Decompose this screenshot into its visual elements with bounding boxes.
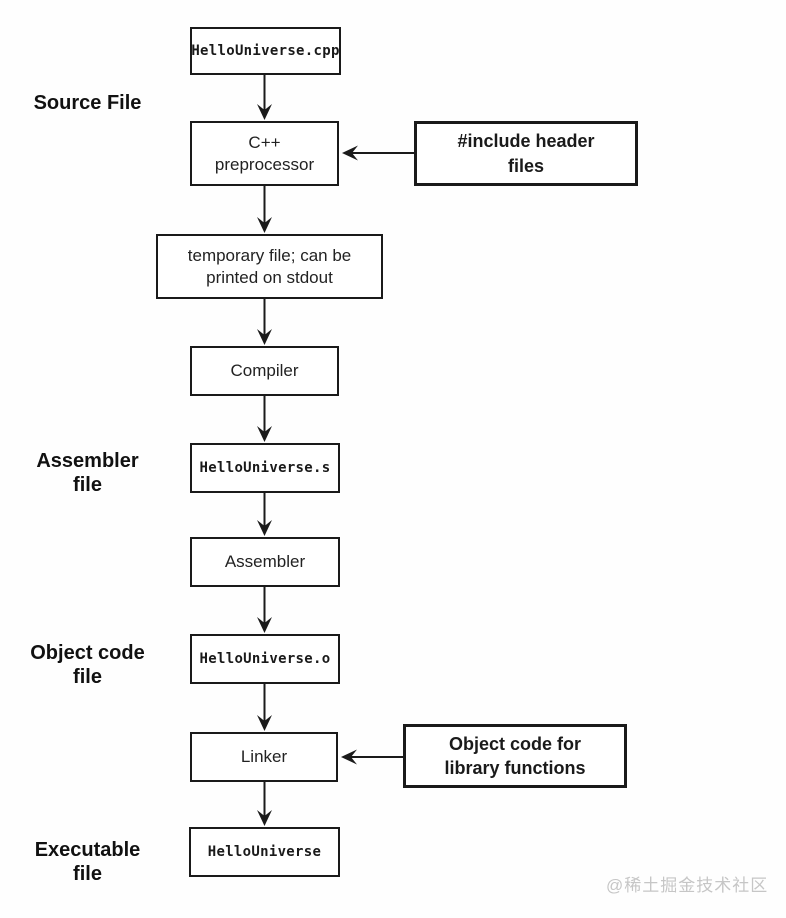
node-temporary-file: temporary file; can be printed on stdout bbox=[156, 234, 383, 299]
arrow-preprocessor-to-temp bbox=[257, 186, 272, 233]
side-label-object-code-file: Object code file bbox=[30, 642, 145, 688]
node-assembler: Assembler bbox=[190, 537, 340, 587]
node-linker: Linker bbox=[190, 732, 338, 782]
side-label-source-file: Source File bbox=[33, 92, 142, 114]
node-object-file-o: HelloUniverse.o bbox=[190, 634, 340, 684]
node-source-file-cpp: HelloUniverse.cpp bbox=[190, 27, 341, 75]
node-cpp-preprocessor: C++ preprocessor bbox=[190, 121, 339, 186]
arrow-cpp-to-preprocessor bbox=[257, 74, 272, 120]
node-assembler-file-s: HelloUniverse.s bbox=[190, 443, 340, 493]
arrow-objcode-to-linker bbox=[341, 749, 403, 765]
node-compiler: Compiler bbox=[190, 346, 339, 396]
arrow-include-to-preprocessor bbox=[342, 145, 414, 161]
node-object-code-library: Object code for library functions bbox=[403, 724, 627, 788]
arrow-compiler-to-sfile bbox=[257, 396, 272, 442]
node-include-header-files: #include header files bbox=[414, 121, 638, 186]
side-label-assembler-file: Assembler file bbox=[36, 450, 139, 496]
arrow-sfile-to-assembler bbox=[257, 493, 272, 536]
community-watermark: @稀土掘金技术社区 bbox=[606, 876, 769, 895]
arrow-ofile-to-linker bbox=[257, 684, 272, 731]
side-label-executable-file: Executable file bbox=[34, 839, 141, 885]
node-executable: HelloUniverse bbox=[189, 827, 340, 877]
arrow-assembler-to-ofile bbox=[257, 587, 272, 633]
arrow-linker-to-exe bbox=[257, 782, 272, 826]
arrow-temp-to-compiler bbox=[257, 299, 272, 345]
